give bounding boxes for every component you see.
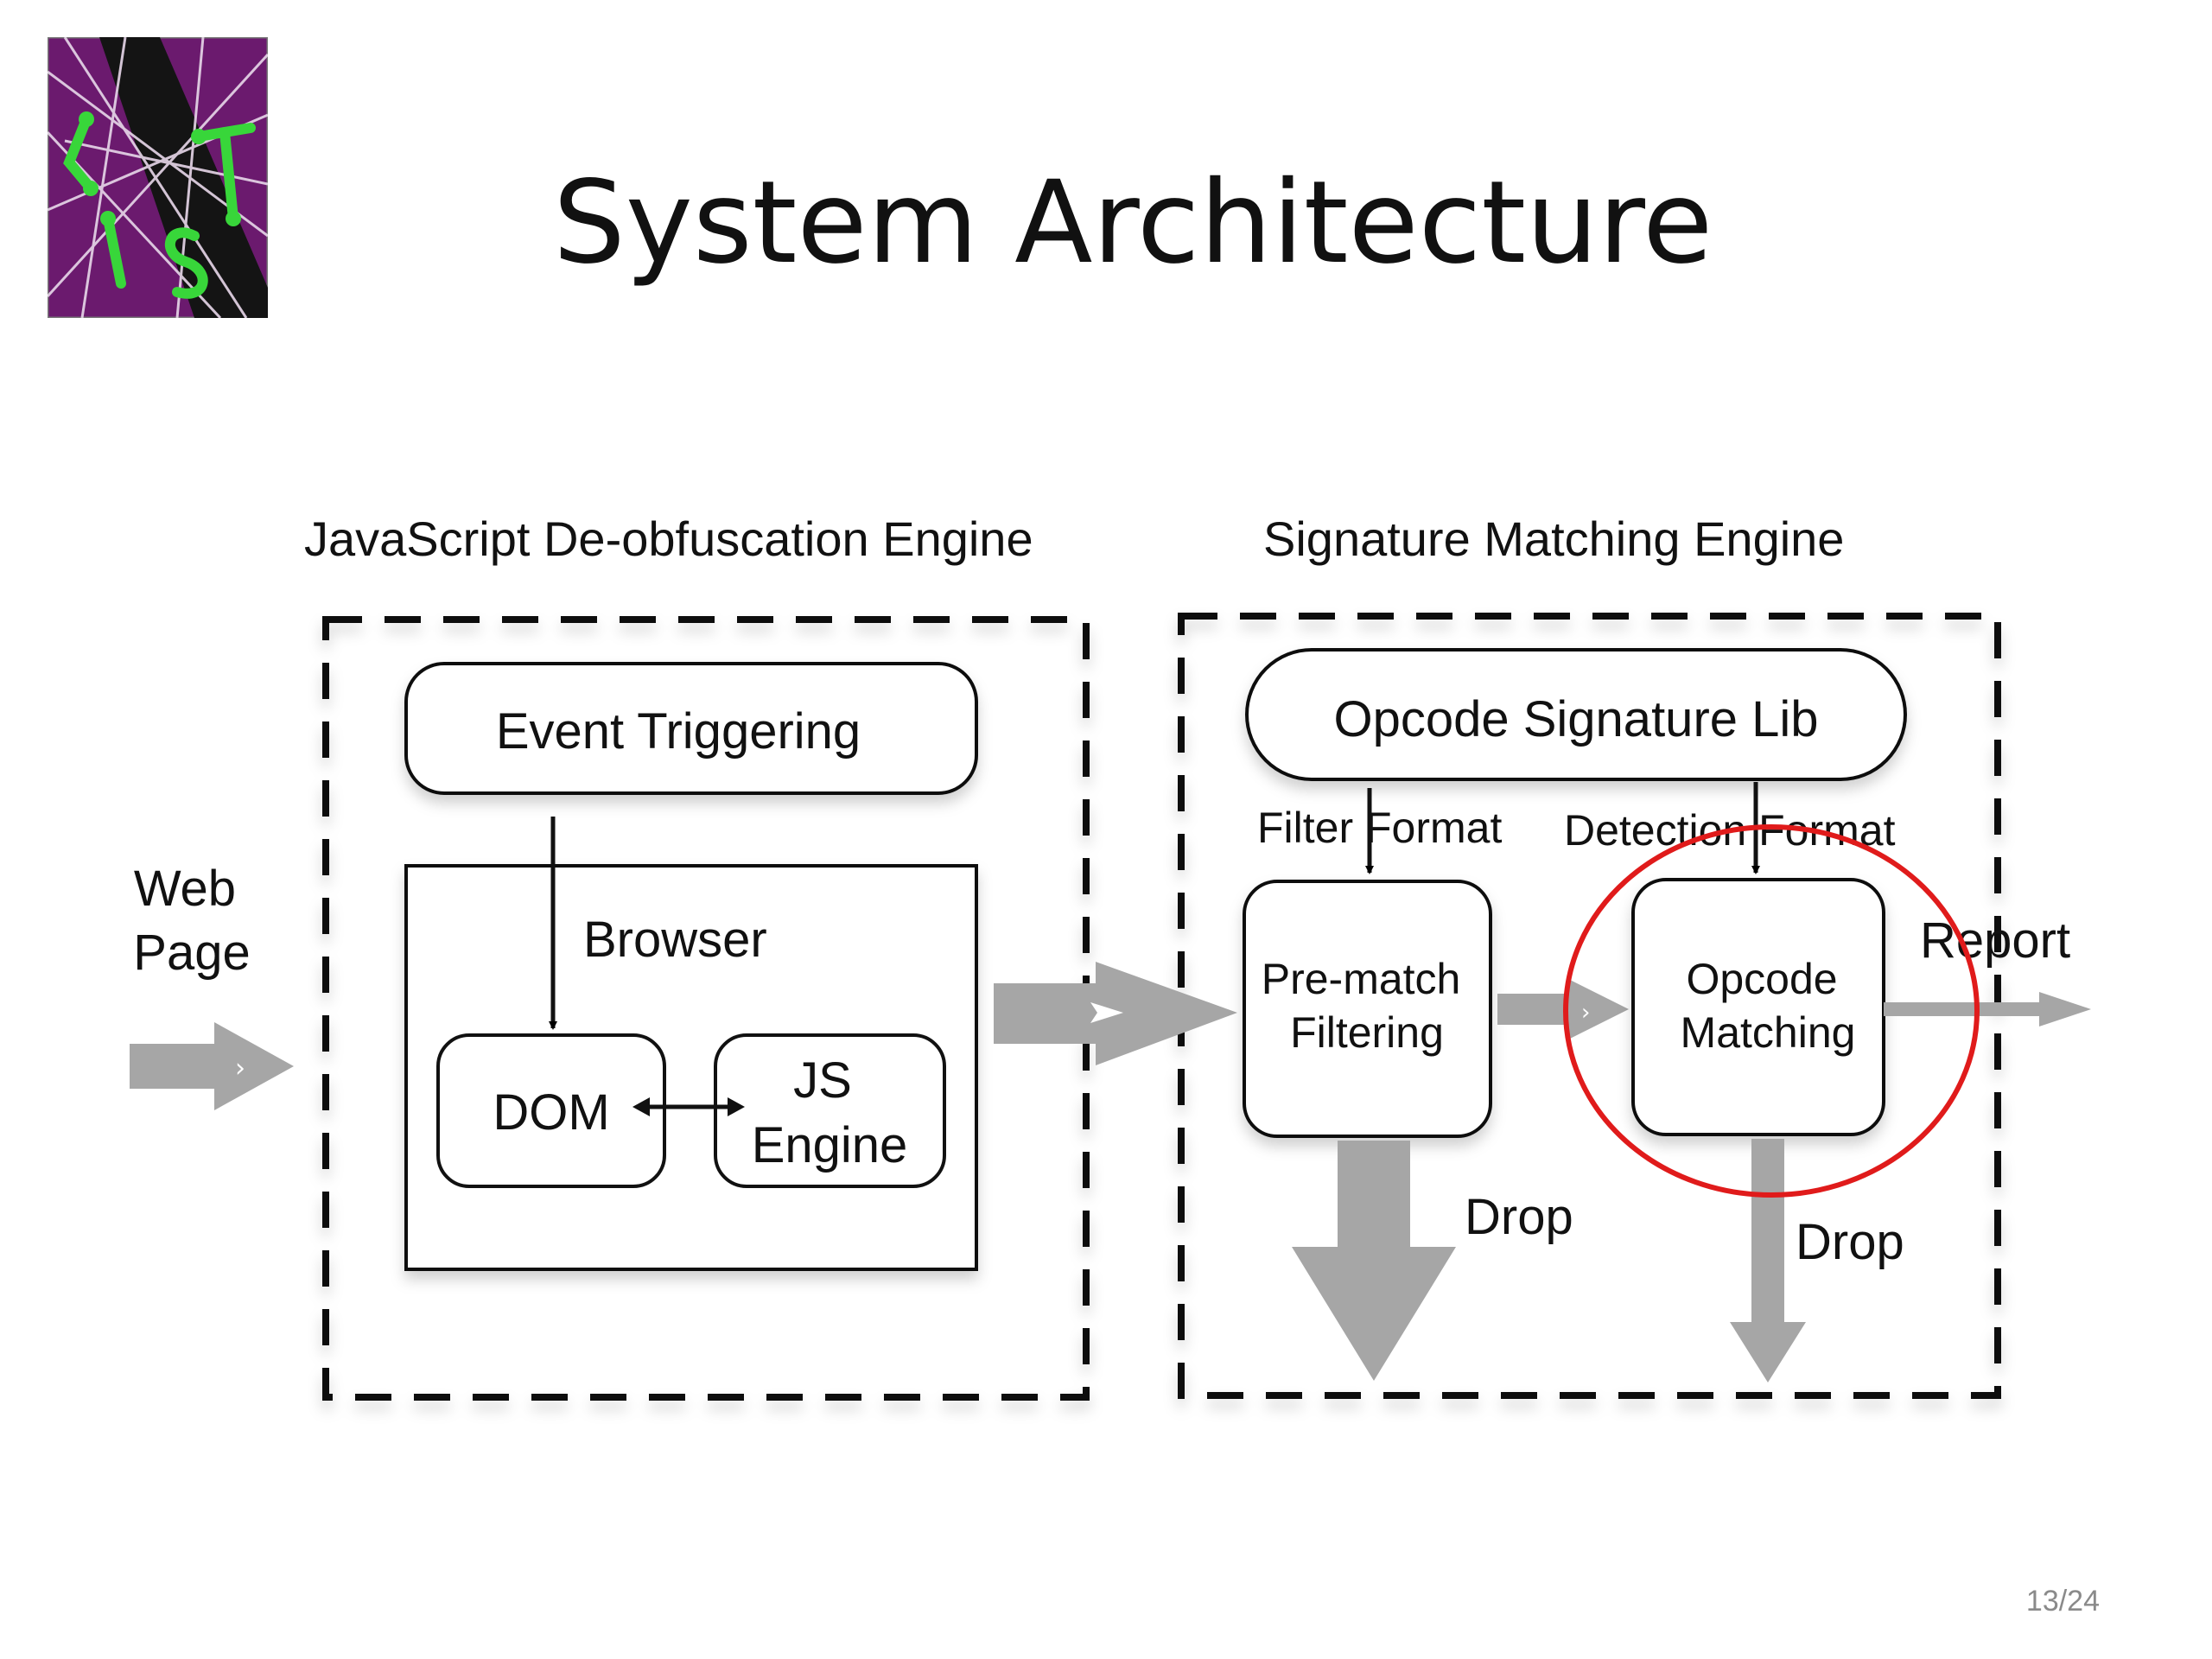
opcode-matching-label: Opcode Matching bbox=[1681, 955, 1856, 1057]
page-number: 13/24 bbox=[2025, 1585, 2100, 1618]
drop-label-2: Drop bbox=[1796, 1214, 1904, 1270]
filter-format-label: Filter Format bbox=[1257, 804, 1502, 852]
engine-left-title: JavaScript De-obfuscation Engine bbox=[304, 512, 1033, 566]
engine-right-title: Signature Matching Engine bbox=[1263, 512, 1844, 566]
opcode-matching-box bbox=[1631, 878, 1885, 1136]
event-triggering-box bbox=[404, 662, 978, 795]
dom-box bbox=[436, 1033, 666, 1188]
js-engine-box bbox=[714, 1033, 946, 1188]
report-arrow bbox=[1884, 992, 2091, 1027]
browser-label: Browser bbox=[583, 912, 767, 968]
opcode-signature-lib-label: Opcode Signature Lib bbox=[1333, 691, 1818, 747]
svg-text:›: › bbox=[235, 1053, 245, 1084]
matching-drop-arrow bbox=[1730, 1139, 1806, 1382]
slide-title: System Architecture bbox=[553, 156, 1713, 289]
prematch-drop-arrow bbox=[1292, 1141, 1456, 1381]
highlight-circle bbox=[1563, 824, 1980, 1198]
prematch-to-matching-arrow: › bbox=[1497, 979, 1629, 1039]
js-engine-label: JS Engine bbox=[752, 1052, 908, 1173]
drop-label-1: Drop bbox=[1465, 1189, 1573, 1245]
prematch-filtering-label: Pre-match Filtering bbox=[1262, 955, 1473, 1057]
opcode-signature-lib bbox=[1245, 648, 1907, 781]
dom-js-bidirectional-arrow bbox=[632, 1097, 745, 1116]
event-triggering-label: Event Triggering bbox=[496, 703, 861, 760]
engine-transfer-arrow bbox=[994, 962, 1237, 1065]
web-page-label: Web Page bbox=[133, 861, 250, 981]
report-label: Report bbox=[1920, 912, 2070, 969]
dom-label: DOM bbox=[493, 1084, 609, 1141]
lab-logo-icon bbox=[48, 37, 268, 318]
web-page-input-arrow: › bbox=[130, 1022, 294, 1110]
prematch-filtering-box bbox=[1243, 880, 1492, 1138]
svg-text:›: › bbox=[1581, 1000, 1590, 1026]
